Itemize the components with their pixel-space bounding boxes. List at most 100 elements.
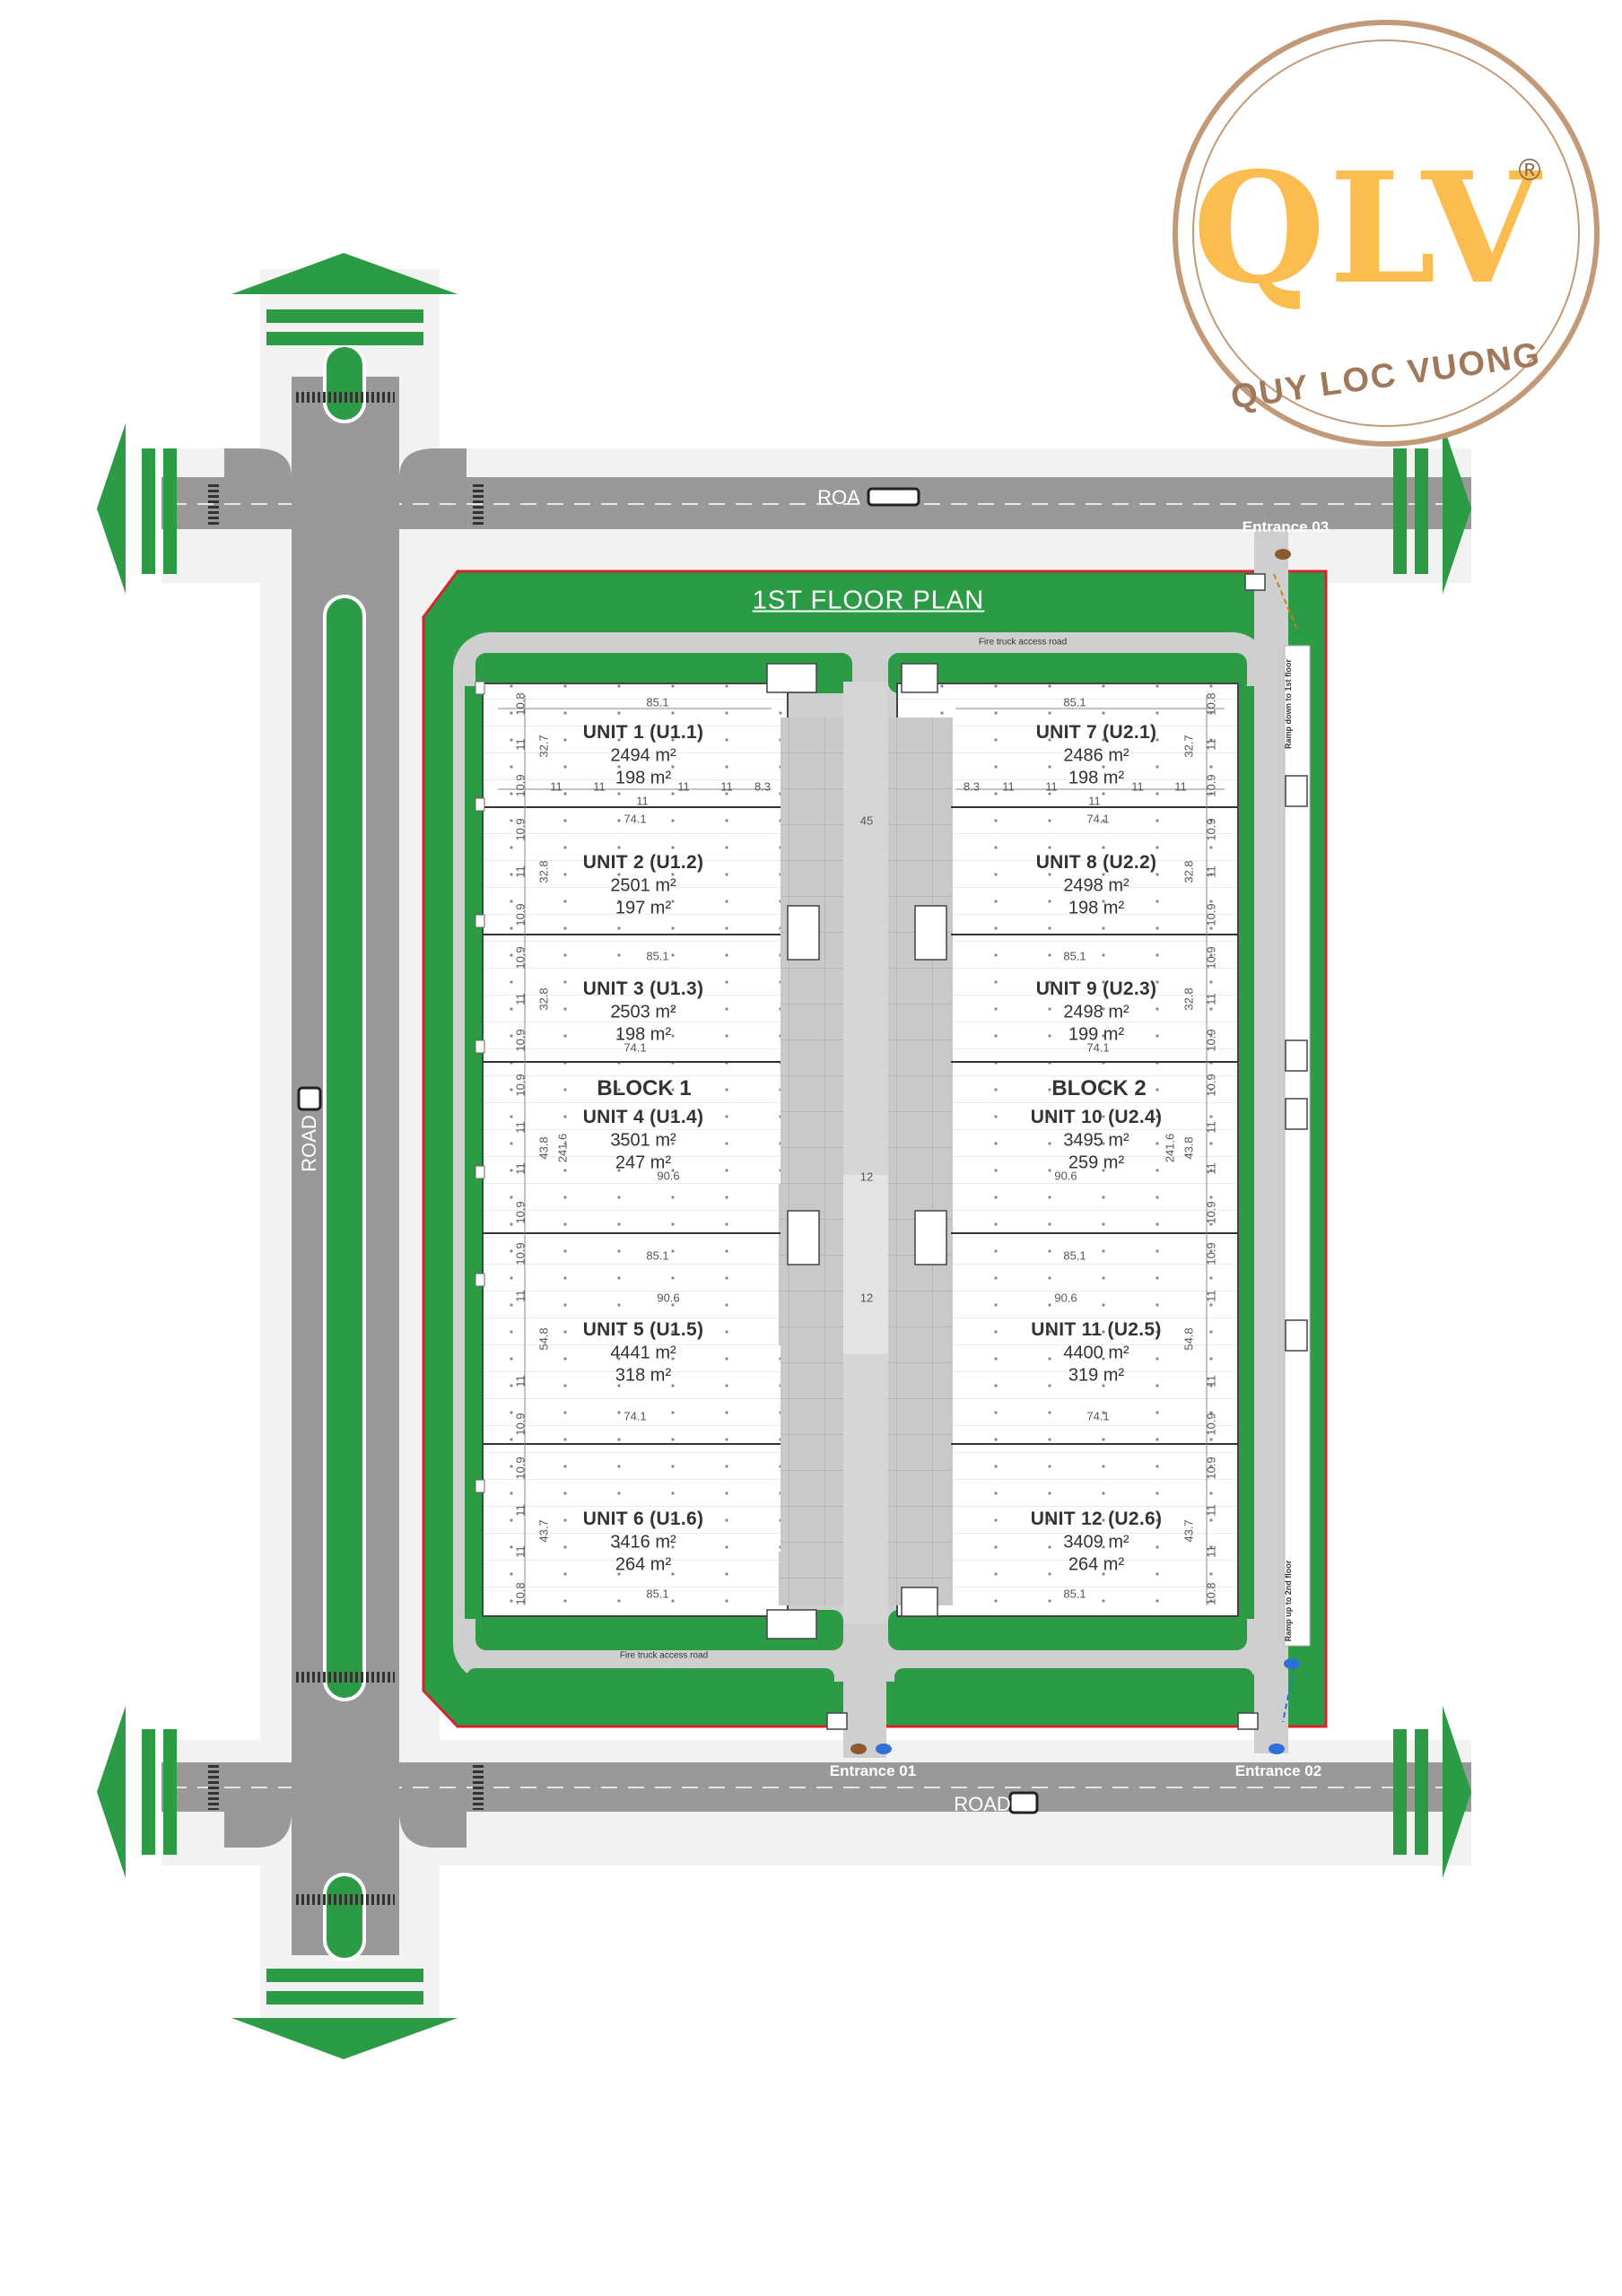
ramp-down-label: Ramp down to 1st floor — [1284, 659, 1293, 749]
dim-label: 11 — [550, 779, 562, 794]
dim-label: 10.9 — [1204, 1413, 1218, 1436]
dim-label: 10.9 — [1204, 946, 1218, 970]
block-2-building — [896, 683, 1239, 1617]
unit-5-office: 318 m² — [615, 1365, 672, 1386]
arrow-right-top-icon — [1443, 423, 1471, 594]
dim-label: 11 — [1088, 794, 1101, 808]
dim-label: 85.1 — [1063, 1587, 1086, 1601]
dim-label: 11 — [1131, 779, 1144, 794]
dim-label: 11 — [1204, 865, 1218, 878]
dim-label: 11 — [513, 1545, 528, 1558]
unit-5-name: UNIT 5 (U1.5) — [582, 1319, 704, 1340]
arrow-up-bar2 — [266, 332, 423, 345]
median-strip — [323, 595, 366, 1701]
ramp-strip — [1284, 645, 1311, 1647]
central-corridor — [843, 682, 888, 1623]
dim-label: 85.1 — [646, 695, 669, 709]
dim-label: 10.9 — [513, 1029, 528, 1052]
block-1-dividers — [483, 806, 780, 1445]
unit-7-office: 198 m² — [1068, 768, 1125, 788]
unit-11-name: UNIT 11 (U2.5) — [1031, 1319, 1162, 1340]
unit-9-area: 2498 m² — [1063, 1002, 1129, 1022]
dim-label: 32.7 — [536, 735, 551, 758]
dim-label: 32.7 — [1182, 735, 1196, 758]
dim-label: 10.9 — [513, 946, 528, 970]
arrow-left-top-icon — [97, 423, 126, 594]
block-2-dividers — [951, 806, 1238, 1445]
dim-label: 54.8 — [1182, 1327, 1196, 1351]
dim-label: 10.8 — [513, 692, 528, 716]
unit-6-name: UNIT 6 (U1.6) — [582, 1509, 704, 1529]
dim-label: 90.6 — [1054, 1169, 1077, 1183]
office-cores — [766, 573, 1308, 1730]
block-2-label: BLOCK 2 — [1051, 1076, 1147, 1100]
dim-label: 90.6 — [657, 1291, 680, 1305]
unit-2-name: UNIT 2 (U1.2) — [582, 852, 704, 873]
dim-label: 10.9 — [1204, 1074, 1218, 1097]
entrance-02-marker — [1269, 1744, 1285, 1754]
unit-4-name: UNIT 4 (U1.4) — [582, 1107, 704, 1127]
dim-label: 74.1 — [624, 1409, 647, 1423]
central-core-right — [888, 718, 953, 1605]
dim-label: 12 — [859, 1291, 874, 1305]
dim-label: 43.8 — [536, 1136, 551, 1160]
ramp-up-label: Ramp up to 2nd floor — [1284, 1560, 1293, 1642]
dim-label: 85.1 — [646, 949, 669, 963]
logo-registered-mark: ® — [1518, 152, 1541, 187]
dim-label: 10.9 — [1204, 774, 1218, 797]
unit-4-office: 247 m² — [615, 1152, 672, 1173]
unit-11-area: 4400 m² — [1063, 1343, 1129, 1363]
dim-label: 74.1 — [624, 812, 647, 826]
dim-label: 12 — [859, 1170, 874, 1184]
unit-10-name: UNIT 10 (U2.4) — [1030, 1107, 1163, 1127]
dim-label: 10.9 — [513, 774, 528, 797]
unit-5-area: 4441 m² — [610, 1343, 676, 1363]
dim-label: 11 — [513, 1162, 528, 1175]
unit-12-office: 264 m² — [1068, 1554, 1125, 1575]
dim-label: 8.3 — [754, 779, 772, 794]
dim-label: 11 — [513, 993, 528, 1005]
unit-7-area: 2486 m² — [1063, 745, 1129, 766]
arrow-right-bottom-icon — [1443, 1706, 1471, 1878]
dim-label: 10.9 — [1204, 1242, 1218, 1265]
dim-label: 74.1 — [624, 1040, 647, 1055]
unit-10-office: 259 m² — [1068, 1152, 1125, 1173]
unit-8-office: 198 m² — [1068, 898, 1125, 918]
left-road-label: ROAD — [298, 1115, 320, 1172]
logo-brand-letters: QLV — [1192, 139, 1544, 318]
dim-label: 85.1 — [1063, 1248, 1086, 1263]
dim-label: 90.6 — [657, 1169, 680, 1183]
unit-3-name: UNIT 3 (U1.3) — [582, 978, 704, 999]
dim-label: 10.9 — [1204, 1029, 1218, 1052]
dimension-lines — [498, 695, 1225, 1605]
dim-label: 11 — [513, 1290, 528, 1302]
median-top — [323, 344, 366, 423]
fire-truck-label-bottom: Fire truck access road — [619, 1650, 709, 1661]
dim-label: 85.1 — [646, 1587, 669, 1601]
dim-label: 90.6 — [1054, 1291, 1077, 1305]
dim-label: 11 — [720, 779, 733, 794]
dim-label: 10.9 — [513, 1074, 528, 1097]
dim-label: 11 — [1174, 779, 1187, 794]
arrow-down-icon — [231, 2018, 458, 2059]
central-core-left — [779, 718, 848, 1605]
dim-label: 11 — [1204, 1290, 1218, 1302]
unit-6-office: 264 m² — [615, 1554, 672, 1575]
dim-label: 85.1 — [1063, 695, 1086, 709]
dim-label: 11 — [677, 779, 690, 794]
fire-truck-label-top: Fire truck access road — [978, 637, 1068, 648]
dim-label: 241.6 — [1163, 1133, 1177, 1163]
unit-3-area: 2503 m² — [610, 1002, 676, 1022]
unit-4-area: 3501 m² — [610, 1130, 676, 1151]
dim-label: 85.1 — [646, 1248, 669, 1263]
dim-label: 10.9 — [513, 1457, 528, 1480]
dim-label: 11 — [636, 794, 649, 808]
unit-1-area: 2494 m² — [610, 745, 676, 766]
entrance-02-label: Entrance 02 — [1234, 1762, 1322, 1779]
entrance-01-marker-a — [850, 1744, 867, 1754]
arrow-up-icon — [231, 253, 458, 294]
dim-label: 10.9 — [513, 818, 528, 841]
dim-label: 10.9 — [1204, 1201, 1218, 1224]
